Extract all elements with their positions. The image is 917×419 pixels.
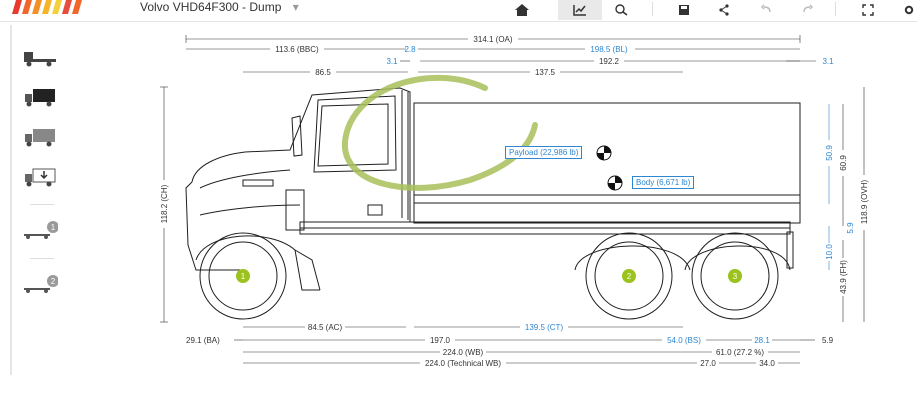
sidebar-divider: [30, 204, 54, 205]
dim-row3: 3.1 192.2 3.1: [386, 56, 834, 66]
dim-oa: 314.1 (OA): [185, 34, 801, 44]
dim-3.1a-label: 3.1: [386, 57, 398, 66]
body-callout-text: Body (6,671 lb): [636, 178, 691, 187]
dim-bbc: 113.6 (BBC): [186, 44, 406, 54]
download-truck-icon: [25, 168, 56, 187]
dim-bbc-label: 113.6 (BBC): [275, 45, 319, 54]
dim-50.9-label: 50.9: [825, 145, 834, 161]
redo-button[interactable]: [796, 0, 820, 20]
axle-label-3: 3: [733, 272, 738, 281]
front-wheel: 1: [199, 232, 287, 320]
dim-10.0-label: 10.0: [825, 244, 834, 260]
dim-gap-label: 2.8: [404, 45, 416, 54]
body-cg-marker: [607, 175, 623, 191]
dim-197.0-label: 197.0: [430, 336, 451, 345]
dim-bl-label: 198.5 (BL): [590, 45, 628, 54]
payload-callout[interactable]: Payload (22,986 lb): [505, 146, 583, 159]
sidebar-item-chassis[interactable]: [22, 46, 62, 70]
dim-86.5-label: 86.5: [315, 68, 331, 77]
dim-34.0-label: 34.0: [759, 359, 775, 368]
annotation-stroke: [341, 74, 538, 191]
dim-ovh-label: 118.9 (OVH): [860, 180, 869, 225]
undo-icon: [761, 4, 771, 13]
axle-icon: 2: [24, 275, 59, 293]
sidebar-item-axle-2[interactable]: 2: [22, 272, 62, 296]
dim-ct-label: 139.5 (CT): [525, 323, 564, 332]
dim-5.9-label: 5.9: [822, 336, 834, 345]
dim-ac-label: 84.5 (AC): [308, 323, 343, 332]
dim-bottom-row1: 84.5 (AC) 139.5 (CT): [243, 322, 683, 332]
axle-badge-label: 1: [51, 223, 56, 232]
fullscreen-button[interactable]: [856, 0, 880, 20]
dim-oa-label: 314.1 (OA): [473, 35, 512, 44]
axle-icon: 1: [24, 221, 59, 239]
chart-icon: [573, 5, 586, 16]
dim-twb-label: 224.0 (Technical WB): [425, 359, 501, 368]
dim-28.1-label: 28.1: [754, 336, 770, 345]
save-icon: [679, 5, 689, 15]
dim-bottom-row4: 224.0 (Technical WB) 27.0 34.0: [243, 358, 800, 368]
home-icon: [515, 4, 529, 16]
dim-ch-label: 118.2 (CH): [160, 184, 169, 223]
dim-bottom-row3: 224.0 (WB) 61.0 (27.2 %): [243, 347, 800, 357]
dim-bs-label: 54.0 (BS): [667, 336, 701, 345]
payload-callout-text: Payload (22,986 lb): [509, 148, 579, 157]
save-button[interactable]: [672, 0, 696, 20]
body-callout[interactable]: Body (6,671 lb): [632, 176, 695, 189]
dim-bl: 198.5 (BL): [418, 44, 800, 54]
dim-right-verticals: 50.9 60.9 118.9 (OVH) 5.9 10.0 43.9 (FH): [824, 87, 869, 322]
chevron-down-icon[interactable]: ▾: [292, 0, 299, 14]
dim-fh-label: 43.9 (FH): [839, 260, 848, 294]
document-title-text: Volvo VHD64F300 - Dump: [140, 0, 282, 14]
dim-bottom-row2: 29.1 (BA) 197.0 54.0 (BS) 28.1 5.9: [186, 335, 834, 345]
dim-3.1b-label: 3.1: [822, 57, 834, 66]
toolbar-divider: [835, 2, 836, 16]
dim-ch: 118.2 (CH): [159, 86, 169, 323]
document-title[interactable]: Volvo VHD64F300 - Dump ▾: [140, 0, 299, 14]
van-truck-icon: [25, 129, 55, 147]
sidebar-divider: [30, 258, 54, 259]
sidebar-item-download[interactable]: [22, 166, 62, 190]
gear-icon: [904, 5, 913, 15]
sidebar-item-van[interactable]: [22, 126, 62, 150]
home-button[interactable]: [508, 0, 536, 20]
axle-label-1: 1: [241, 272, 246, 281]
dim-gap: 2.8: [404, 45, 416, 54]
toolbar-border: [0, 21, 917, 22]
sidebar-item-axle-1[interactable]: 1: [22, 218, 62, 242]
axle-label-2: 2: [627, 272, 632, 281]
dim-ba-label: 29.1 (BA): [186, 336, 220, 345]
dim-wb-label: 224.0 (WB): [443, 348, 484, 357]
zoom-button[interactable]: [606, 0, 636, 20]
dim-5.9v-label: 5.9: [846, 222, 855, 234]
fullscreen-icon: [862, 4, 874, 16]
truck-outline: [185, 87, 801, 291]
chassis-icon: [24, 52, 56, 67]
axle-badge-label: 2: [51, 277, 56, 286]
payload-cg-marker: [596, 145, 612, 161]
dim-60.9-label: 60.9: [839, 155, 848, 171]
dim-61.0-label: 61.0 (27.2 %): [716, 348, 764, 357]
rear-wheel: 3: [691, 232, 779, 320]
dim-row4: 86.5 137.5: [243, 67, 683, 77]
brand-logo: [12, 0, 82, 14]
redo-icon: [803, 4, 813, 13]
dump-truck-icon: [25, 89, 55, 107]
top-toolbar: Volvo VHD64F300 - Dump ▾: [0, 0, 917, 22]
dim-27.0-label: 27.0: [700, 359, 716, 368]
chart-view-tab[interactable]: [558, 0, 602, 20]
sidebar-border: [10, 25, 12, 375]
dim-192.2-label: 192.2: [599, 57, 620, 66]
sidebar-item-dump-body[interactable]: [22, 86, 62, 110]
zoom-icon: [615, 4, 628, 16]
share-button[interactable]: [712, 0, 736, 20]
share-icon: [719, 4, 729, 16]
undo-button[interactable]: [754, 0, 778, 20]
dim-137.5-label: 137.5: [535, 68, 556, 77]
toolbar-divider: [652, 2, 653, 16]
settings-button[interactable]: [900, 0, 917, 20]
middle-wheel: 2: [585, 232, 673, 320]
